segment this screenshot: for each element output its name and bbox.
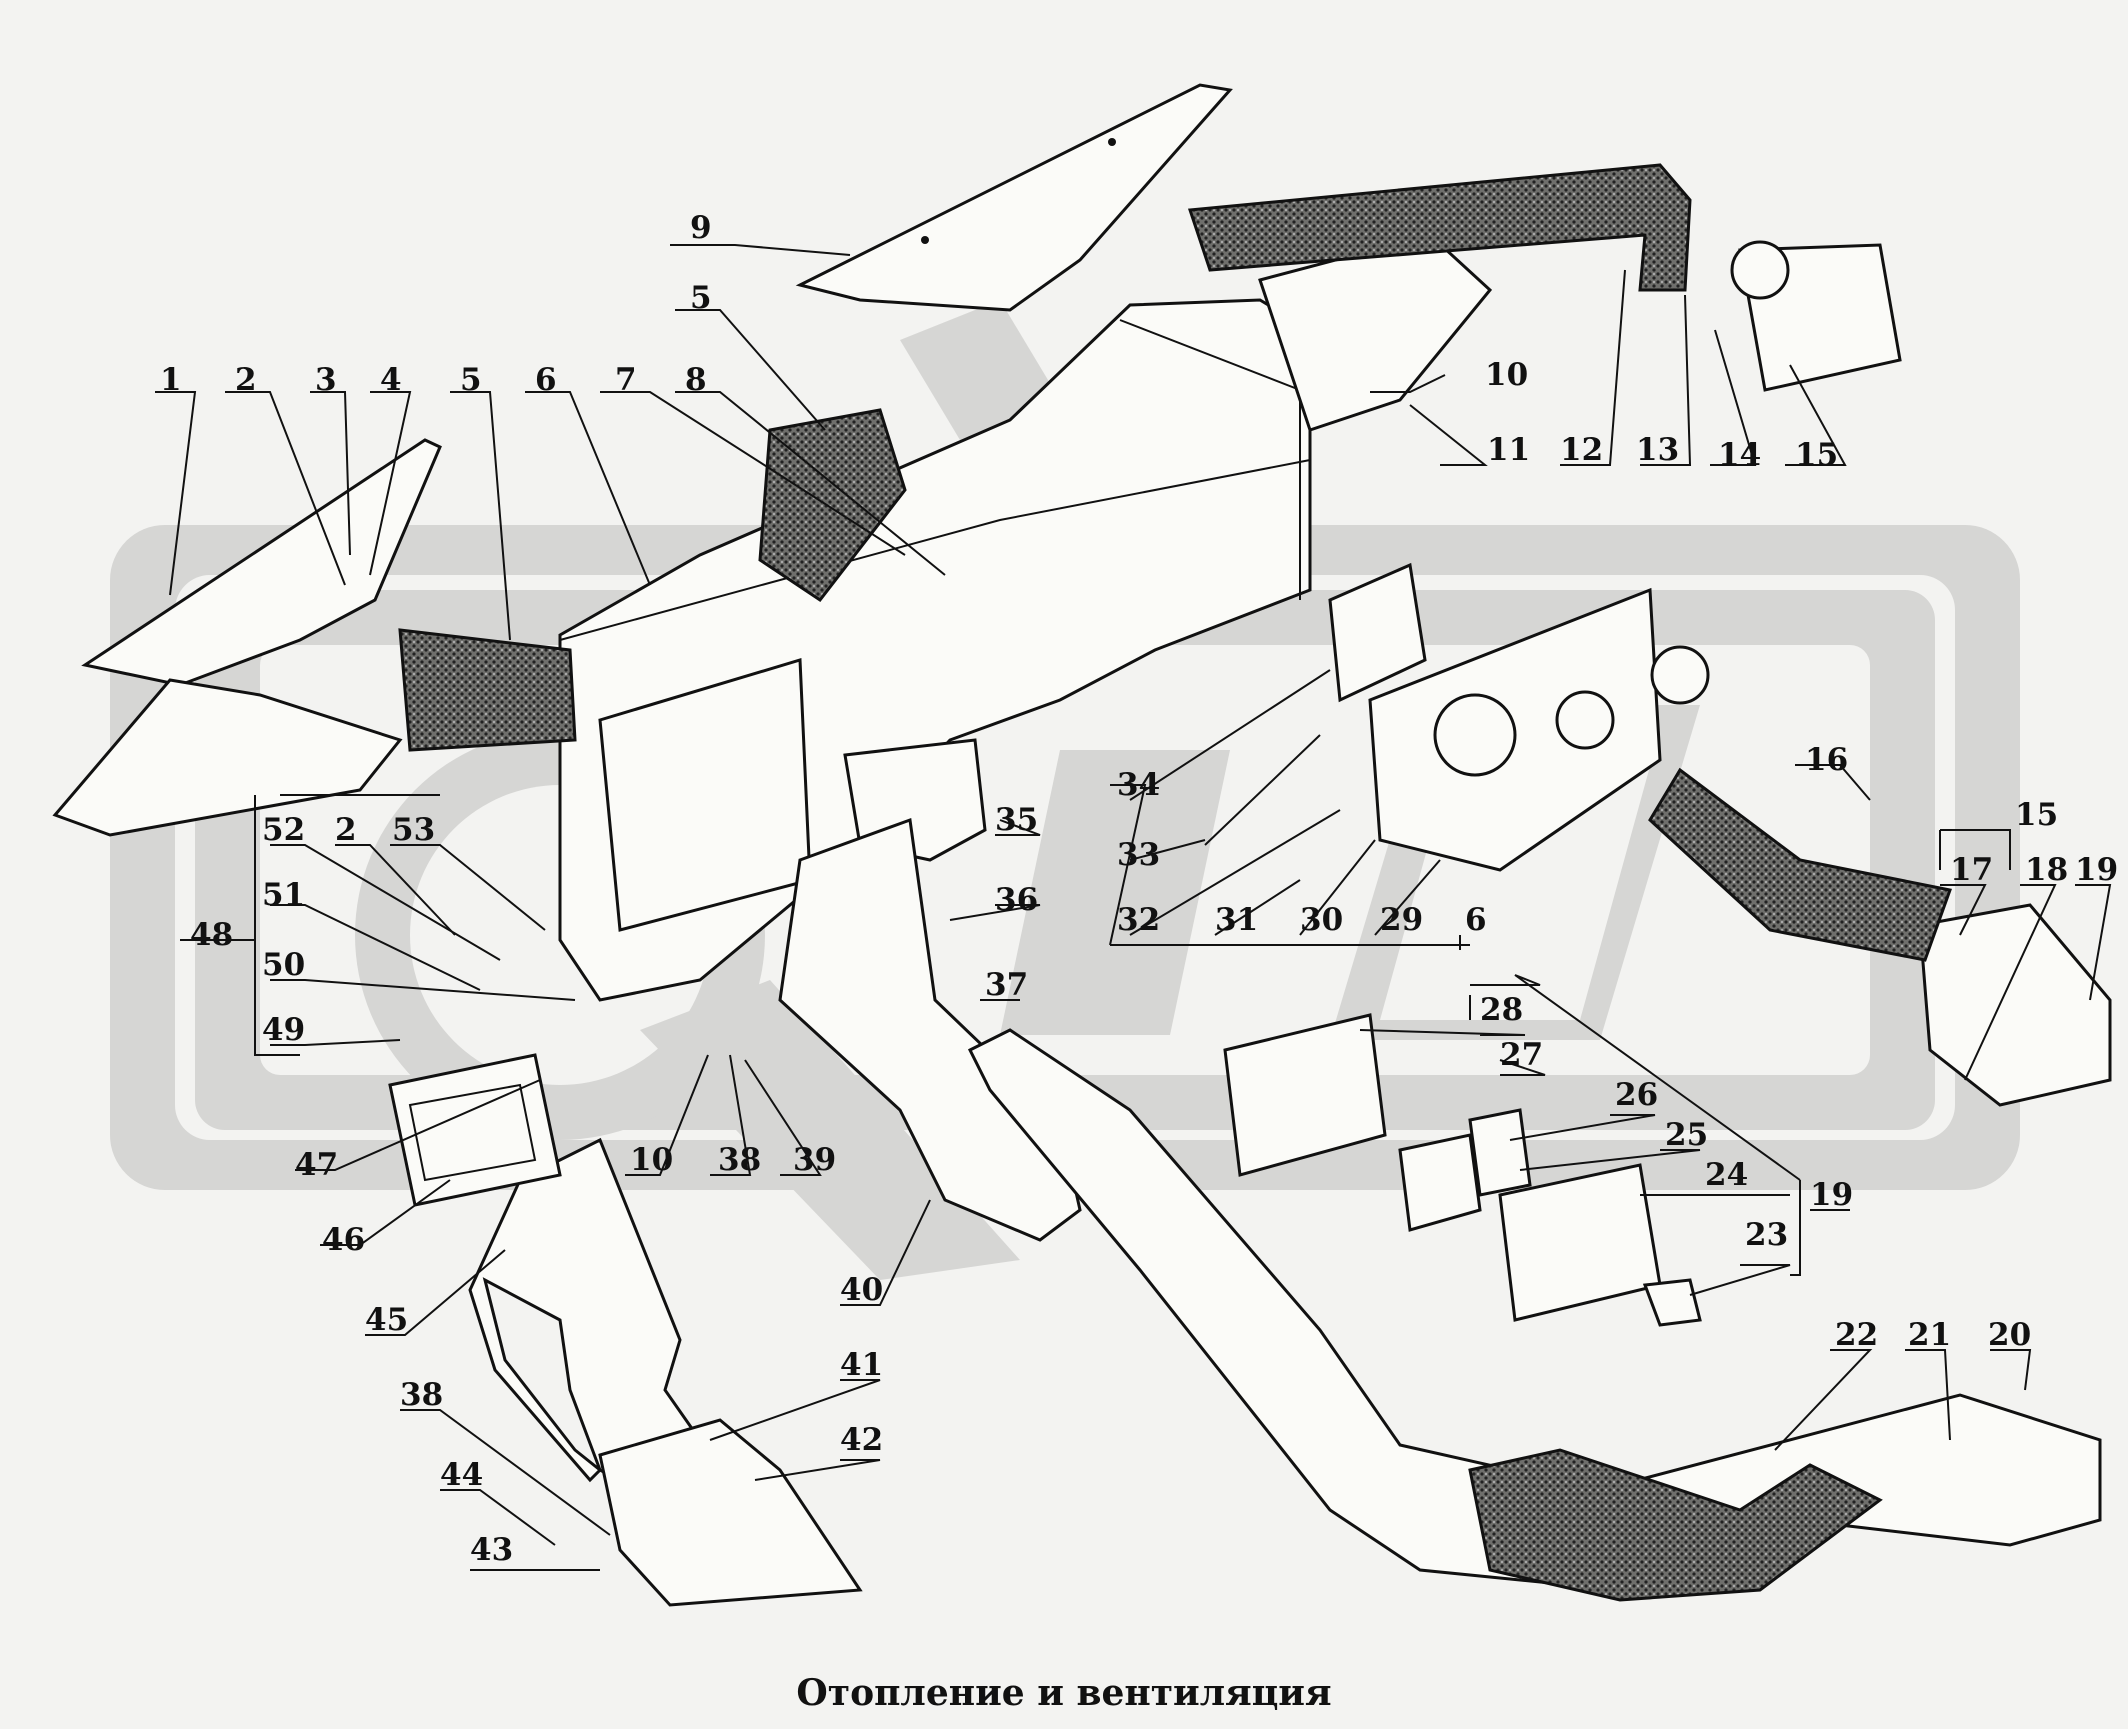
callout-7: 7 <box>615 362 637 398</box>
callout-50: 50 <box>262 947 305 983</box>
callout-31: 31 <box>1215 902 1258 938</box>
callout-2: 2 <box>235 362 257 398</box>
callout-39: 39 <box>793 1142 836 1178</box>
callout-27: 27 <box>1500 1037 1543 1073</box>
callout-10b: 10 <box>630 1142 673 1178</box>
callout-15b: 15 <box>2015 797 2058 833</box>
callout-6b: 6 <box>1465 902 1487 938</box>
callout-9: 9 <box>690 210 712 246</box>
callout-17: 17 <box>1950 852 1993 888</box>
callout-36: 36 <box>995 882 1038 918</box>
callout-23: 23 <box>1745 1217 1788 1253</box>
callout-15: 15 <box>1795 437 1838 473</box>
callout-21: 21 <box>1908 1317 1951 1353</box>
callout-2b: 2 <box>335 812 357 848</box>
hoses <box>398 163 1952 1602</box>
callout-44: 44 <box>440 1457 483 1493</box>
callout-5b: 5 <box>690 280 712 316</box>
callout-42: 42 <box>840 1422 883 1458</box>
callout-6: 6 <box>535 362 557 398</box>
heater-parts <box>52 83 2112 1607</box>
callout-26: 26 <box>1615 1077 1658 1113</box>
callout-13: 13 <box>1636 432 1679 468</box>
callout-24: 24 <box>1705 1157 1748 1193</box>
callout-46: 46 <box>322 1222 365 1258</box>
callout-48: 48 <box>190 917 233 953</box>
callout-8: 8 <box>685 362 707 398</box>
callout-47: 47 <box>295 1147 338 1183</box>
callout-16: 16 <box>1805 742 1848 778</box>
callout-37: 37 <box>985 967 1028 1003</box>
callout-1: 1 <box>160 362 182 398</box>
callout-38b: 38 <box>400 1377 443 1413</box>
callout-labels: 1 2 3 4 5 6 7 8 5 9 10 11 12 13 14 15 16… <box>160 210 2118 1568</box>
callout-35: 35 <box>995 802 1038 838</box>
callout-52: 52 <box>262 812 305 848</box>
callout-45: 45 <box>365 1302 408 1338</box>
callout-12: 12 <box>1560 432 1603 468</box>
callout-40: 40 <box>840 1272 883 1308</box>
callout-10: 10 <box>1485 357 1528 393</box>
callout-22: 22 <box>1835 1317 1878 1353</box>
callout-20: 20 <box>1988 1317 2031 1353</box>
callout-25: 25 <box>1665 1117 1708 1153</box>
callout-49: 49 <box>262 1012 305 1048</box>
callout-33: 33 <box>1117 837 1160 873</box>
callout-34: 34 <box>1117 767 1160 803</box>
callout-11: 11 <box>1487 432 1530 468</box>
callout-53: 53 <box>392 812 435 848</box>
callout-51: 51 <box>262 877 305 913</box>
callout-19: 19 <box>2075 852 2118 888</box>
callout-4: 4 <box>380 362 402 398</box>
leader-lines <box>155 244 2112 1571</box>
callout-5: 5 <box>460 362 482 398</box>
callout-19b: 19 <box>1810 1177 1853 1213</box>
callout-14: 14 <box>1718 437 1761 473</box>
callout-43: 43 <box>470 1532 513 1568</box>
callout-28: 28 <box>1480 992 1523 1028</box>
diagram-caption: Отопление и вентиляция <box>796 1672 1332 1714</box>
callout-32: 32 <box>1117 902 1160 938</box>
callout-29: 29 <box>1380 902 1423 938</box>
callout-41: 41 <box>840 1347 883 1383</box>
callout-3: 3 <box>315 362 337 398</box>
callout-38: 38 <box>718 1142 761 1178</box>
callout-18: 18 <box>2025 852 2068 888</box>
callout-30: 30 <box>1300 902 1343 938</box>
